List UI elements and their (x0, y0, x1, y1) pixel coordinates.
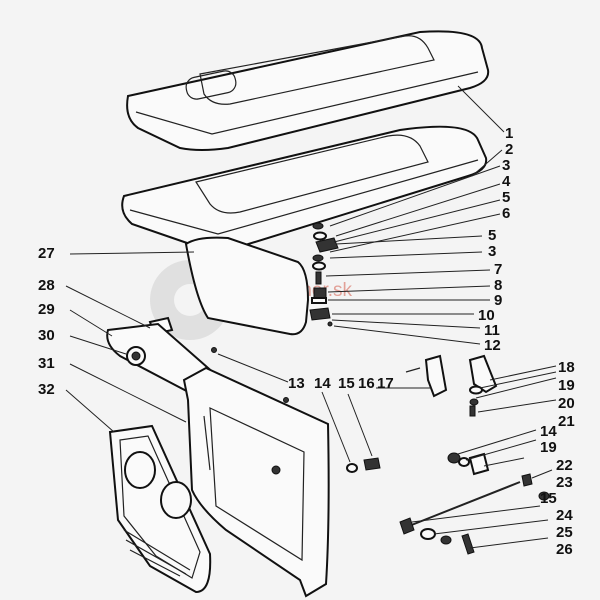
callout-15: 15 (338, 375, 355, 392)
callout-5: 5 (502, 189, 510, 206)
callout-5-second: 5 (488, 227, 496, 244)
callout-2: 2 (505, 141, 513, 158)
callout-28: 28 (38, 277, 55, 294)
callout-9: 9 (494, 292, 502, 309)
callout-19-second: 19 (540, 439, 557, 456)
callout-14: 14 (314, 375, 331, 392)
callout-14-second: 14 (540, 423, 557, 440)
callout-21: 21 (558, 413, 575, 430)
callout-32: 32 (38, 381, 55, 398)
callout-18: 18 (558, 359, 575, 376)
callout-13: 13 (288, 375, 305, 392)
callout-26: 26 (556, 541, 573, 558)
callout-31: 31 (38, 355, 55, 372)
hood-top-panel (126, 30, 490, 151)
callout-11: 11 (484, 322, 500, 339)
callout-1: 1 (505, 125, 513, 142)
callout-3: 3 (502, 157, 510, 174)
fastener-parts (211, 347, 550, 555)
callout-19: 19 (558, 377, 575, 394)
callout-10: 10 (478, 307, 495, 324)
callout-16: 16 (358, 375, 375, 392)
callout-24: 24 (556, 507, 573, 524)
callout-7: 7 (494, 261, 502, 278)
front-frame (182, 366, 330, 598)
callout-numbers: 1 2 3 4 5 6 5 3 7 8 9 10 11 12 27 28 29 … (38, 125, 575, 558)
leader-lines (65, 85, 557, 549)
hinge-hardware-stack (309, 222, 339, 327)
callout-20: 20 (558, 395, 575, 412)
callout-15-second: 15 (540, 490, 557, 507)
side-panel (184, 236, 310, 336)
callout-25: 25 (556, 524, 573, 541)
callout-22: 22 (556, 457, 573, 474)
callout-3-second: 3 (488, 243, 496, 260)
callout-8: 8 (494, 277, 502, 294)
callout-27: 27 (38, 245, 55, 262)
grille (108, 424, 212, 594)
callout-23: 23 (556, 474, 573, 491)
callout-12: 12 (484, 337, 501, 354)
callout-29: 29 (38, 301, 55, 318)
callout-4: 4 (502, 173, 511, 190)
callout-17: 17 (377, 375, 394, 392)
hood-lower-panel (121, 125, 488, 250)
callout-6: 6 (502, 205, 510, 222)
callout-30: 30 (38, 327, 55, 344)
